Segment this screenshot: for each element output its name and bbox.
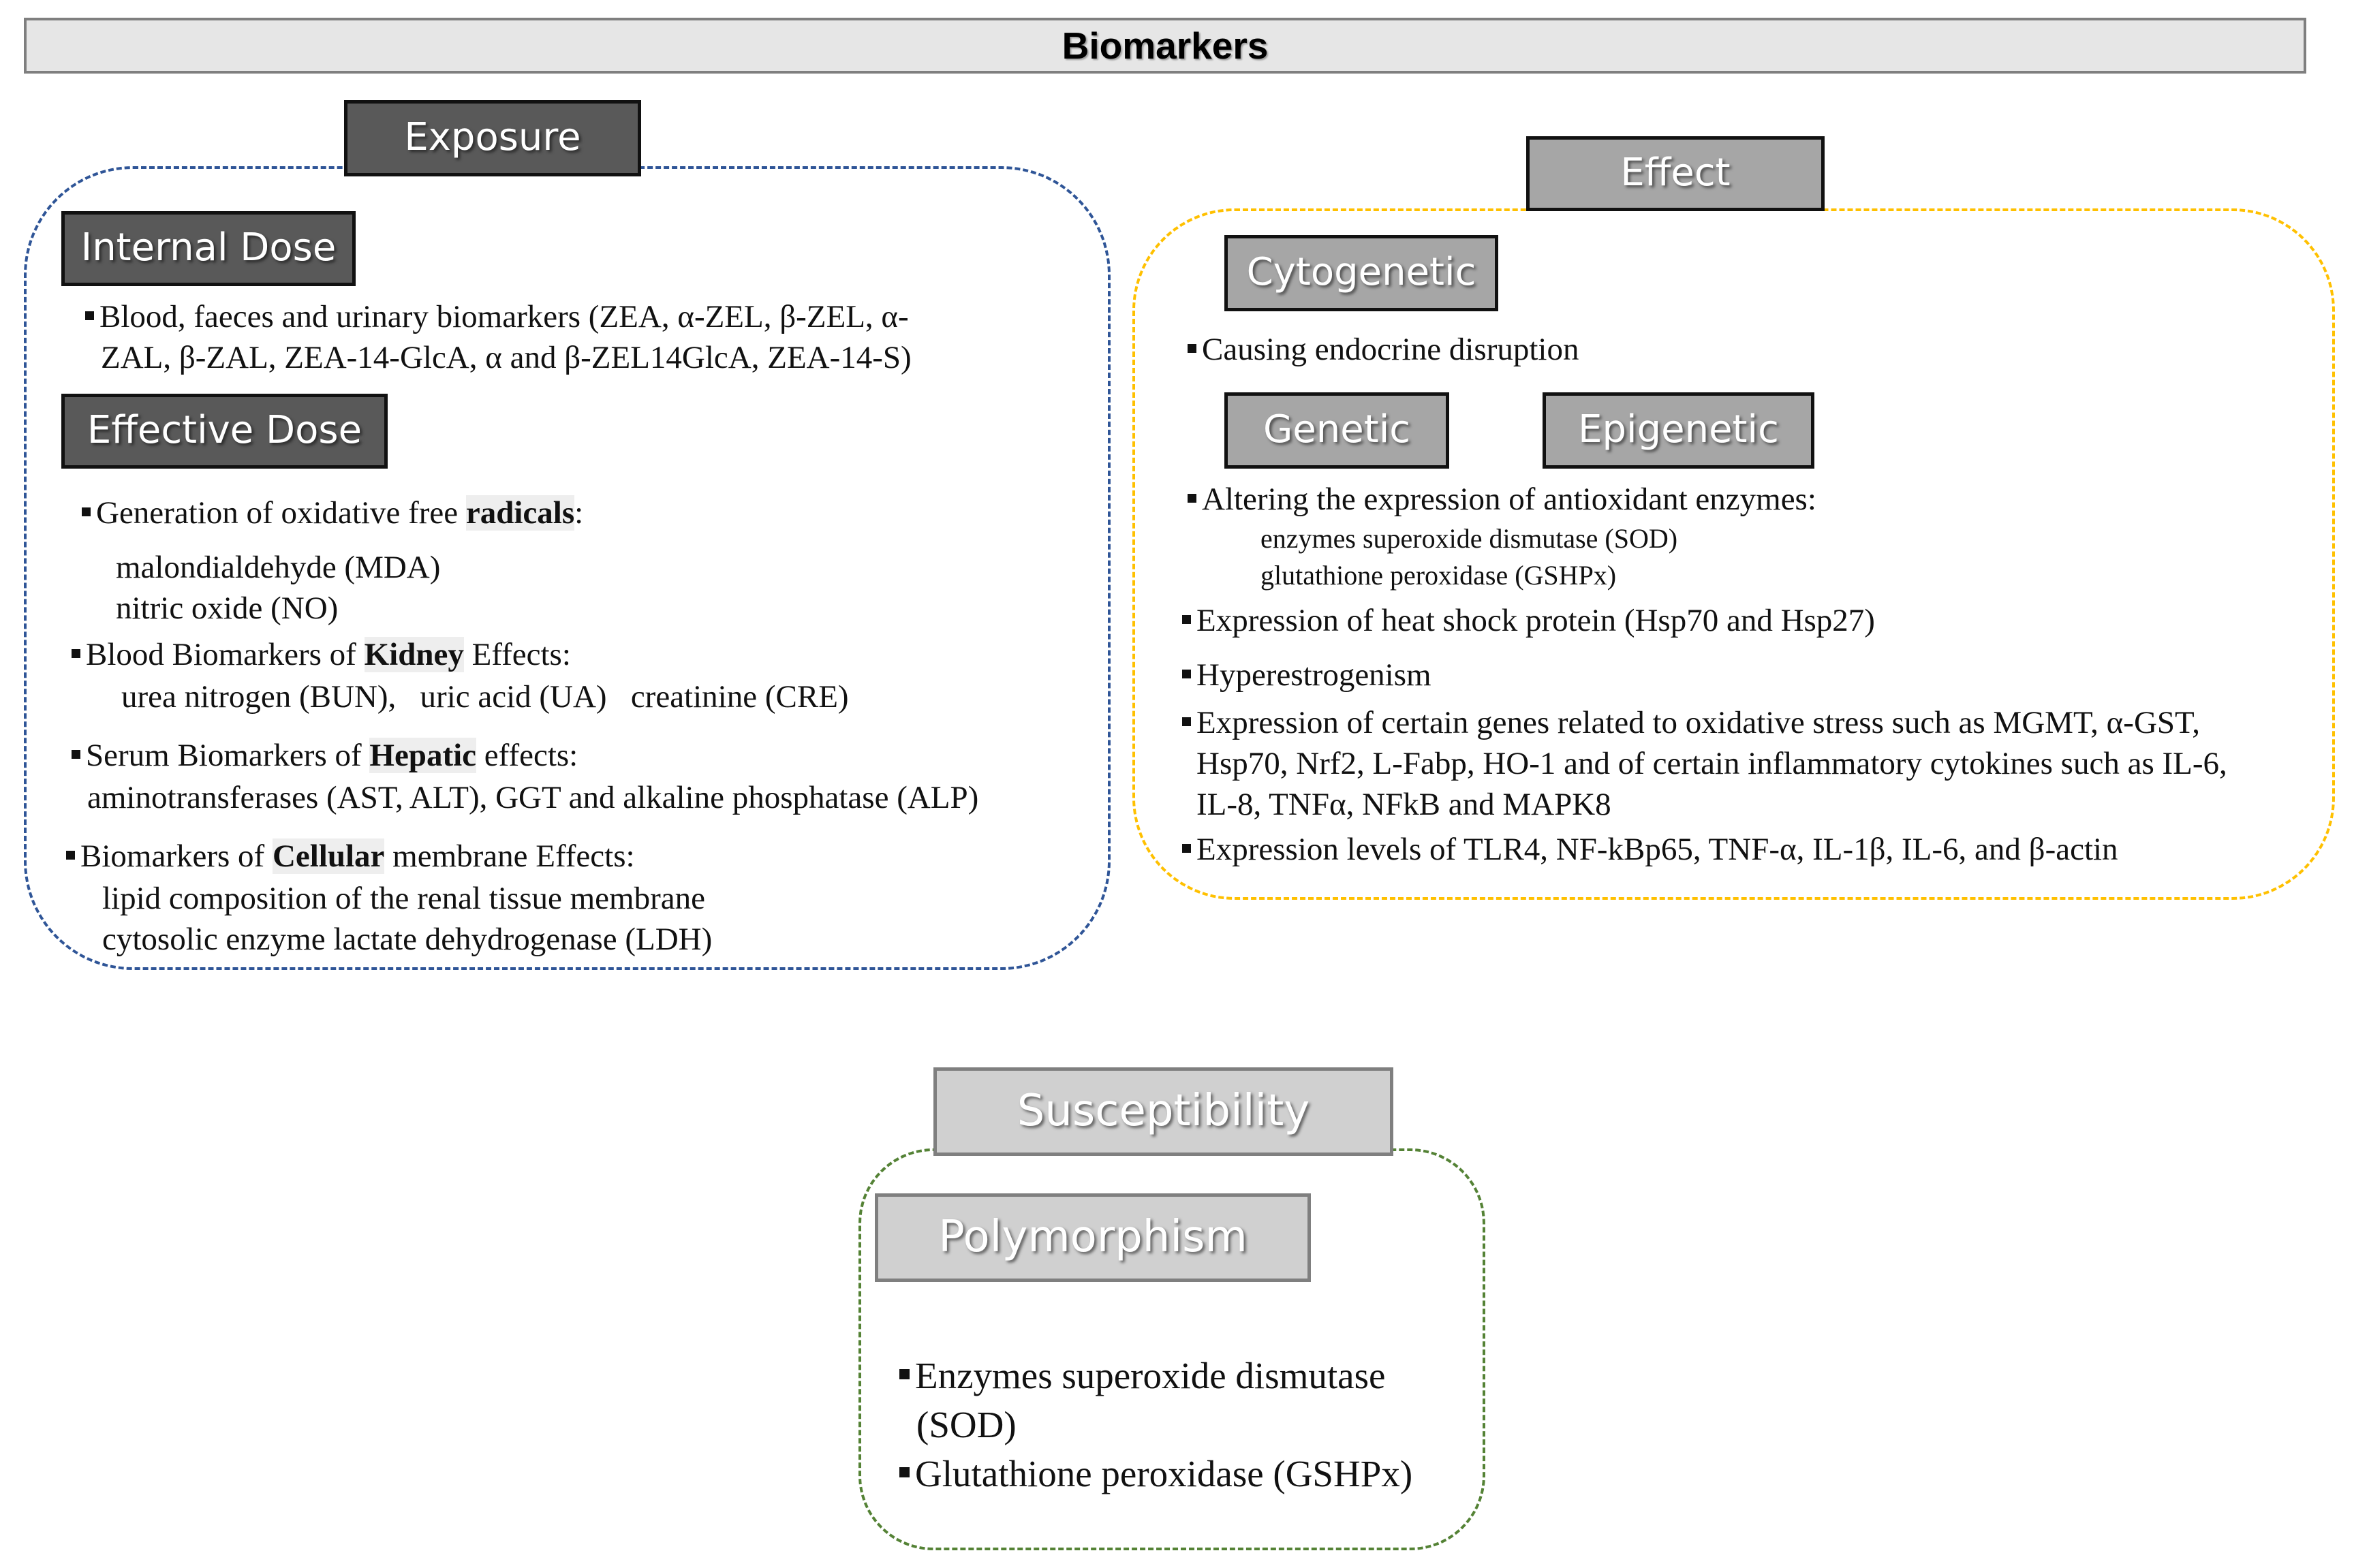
mda-item: malondialdehyde (MDA) (116, 550, 441, 585)
exposure-label: Exposure (344, 100, 641, 176)
genes-item-line2: Hsp70, Nrf2, L-Fabp, HO-1 and of certain… (1196, 746, 2227, 781)
no-item: nitric oxide (NO) (116, 591, 339, 626)
cytogenetic-label: Cytogenetic (1224, 235, 1498, 311)
bullet-icon (82, 507, 91, 516)
diagram-title: Biomarkers (1062, 25, 1269, 67)
cellular-item-ldh: cytosolic enzyme lactate dehydrogenase (… (102, 922, 713, 957)
genetic-label: Genetic (1224, 392, 1449, 469)
bullet-icon (72, 648, 80, 658)
cellular-item-lipid: lipid composition of the renal tissue me… (102, 881, 705, 916)
title-bar: Biomarkers (24, 18, 2306, 74)
radicals-item: Generation of oxidative free radicals: (82, 493, 583, 533)
bullet-icon (899, 1467, 910, 1477)
epigenetic-label: Epigenetic (1543, 392, 1814, 469)
hepatic-item: Serum Biomarkers of Hepatic effects: (72, 736, 578, 776)
hsp-item: Expression of heat shock protein (Hsp70 … (1182, 601, 1875, 641)
bullet-icon (66, 850, 75, 860)
genes-item-line3: IL-8, TNFα, NFkB and MAPK8 (1196, 787, 1611, 822)
hyperestrogenism-item: Hyperestrogenism (1182, 655, 1431, 695)
kidney-biomarkers: urea nitrogen (BUN), uric acid (UA) crea… (121, 679, 849, 715)
internal-dose-label: Internal Dose (61, 211, 356, 286)
hepatic-biomarkers: aminotransferases (AST, ALT), GGT and al… (87, 780, 979, 815)
polymorphism-label: Polymorphism (875, 1193, 1311, 1282)
cellular-item: Biomarkers of Cellular membrane Effects: (66, 836, 635, 877)
antioxidant-item: Altering the expression of antioxidant e… (1188, 480, 1816, 520)
tlr4-item: Expression levels of TLR4, NF-kBp65, TNF… (1182, 830, 2118, 870)
kidney-item: Blood Biomarkers of Kidney Effects: (72, 635, 571, 675)
sod-item: enzymes superoxide dismutase (SOD) (1260, 523, 1678, 554)
internal-dose-text-line2: ZAL, β-ZAL, ZEA-14-GlcA, α and β-ZEL14Gl… (101, 340, 912, 375)
bullet-icon (1182, 843, 1191, 853)
effect-label: Effect (1526, 136, 1825, 211)
cytogenetic-item: Causing endocrine disruption (1188, 330, 1579, 370)
bullet-icon (85, 311, 94, 320)
bullet-icon (72, 749, 80, 759)
susceptibility-label: Susceptibility (933, 1067, 1393, 1156)
bullet-icon (1182, 669, 1191, 678)
sod-susceptibility-line2: (SOD) (916, 1404, 1017, 1445)
bullet-icon (1182, 614, 1191, 624)
bullet-icon (1188, 343, 1196, 353)
bullet-icon (899, 1368, 910, 1379)
effective-dose-label: Effective Dose (61, 394, 388, 469)
bullet-icon (1182, 717, 1191, 726)
sod-susceptibility-line1: Enzymes superoxide dismutase (899, 1353, 1385, 1400)
genes-item-line1: Expression of certain genes related to o… (1182, 703, 2200, 743)
bullet-icon (1188, 493, 1196, 503)
internal-dose-text-line1: Blood, faeces and urinary biomarkers (ZE… (85, 297, 909, 337)
gshpx-item: glutathione peroxidase (GSHPx) (1260, 560, 1617, 591)
gshpx-susceptibility: Glutathione peroxidase (GSHPx) (899, 1451, 1412, 1498)
